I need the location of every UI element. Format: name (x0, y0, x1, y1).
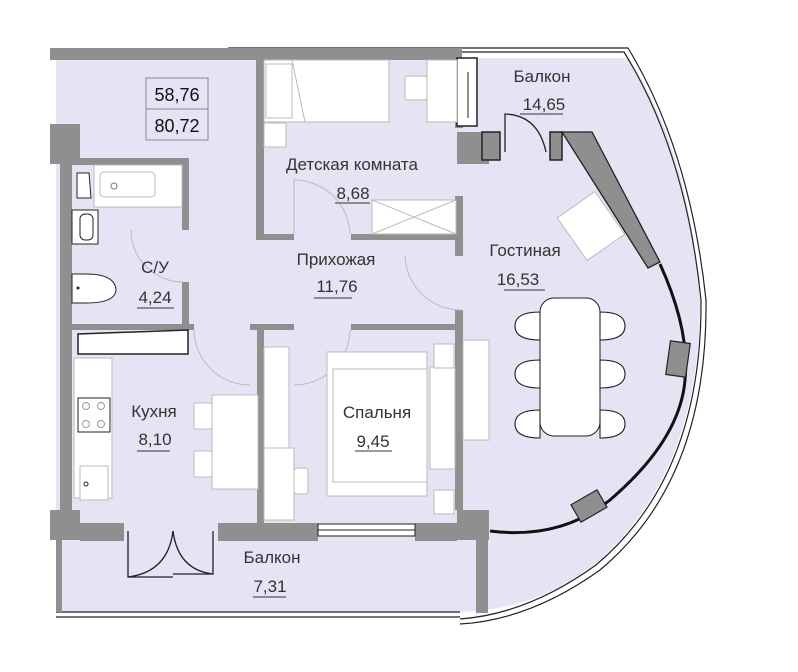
dining-chairs (514, 311, 626, 439)
bedroom-furniture (263, 339, 490, 521)
svg-text:14,65: 14,65 (523, 95, 566, 114)
svg-text:4,24: 4,24 (138, 288, 171, 307)
chair-icon (404, 75, 428, 101)
balcony-railing (56, 47, 707, 625)
balcony-door-top (456, 57, 563, 161)
room-balcony-bottom: Балкон 7,31 (243, 548, 301, 598)
svg-text:8,10: 8,10 (138, 430, 171, 449)
curved-window (489, 131, 691, 535)
svg-text:Спальня: Спальня (343, 403, 411, 422)
svg-text:11,76: 11,76 (316, 277, 357, 296)
room-labels: Детская комната 8,68 Прихожая 11,76 С/У … (131, 67, 571, 598)
svg-text:16,53: 16,53 (497, 270, 540, 289)
children-room-furniture (263, 59, 458, 235)
living-dining-table-icon (539, 297, 601, 437)
bathroom-fixtures (71, 164, 189, 355)
shelf-icon (76, 172, 92, 199)
desk-icon (426, 59, 458, 123)
stove-icon (77, 397, 111, 433)
room-bathroom: С/У 4,24 (137, 258, 174, 309)
toilet-icon (71, 273, 117, 304)
room-bedroom: Спальня 9,45 (343, 403, 411, 452)
bathtub-icon (99, 171, 156, 198)
svg-text:7,31: 7,31 (253, 577, 286, 596)
svg-text:8,68: 8,68 (336, 184, 369, 203)
living-tv-stand-icon (462, 339, 490, 441)
bottom-balcony-doors (127, 523, 416, 578)
washer-icon (77, 329, 189, 355)
nightstand-icon (263, 122, 287, 148)
total-area-box: 58,76 80,72 (145, 77, 209, 141)
svg-text:Кухня: Кухня (131, 402, 177, 421)
room-balcony-top: Балкон 14,65 (513, 67, 571, 115)
room-hallway: Прихожая 11,76 (297, 250, 376, 299)
kitchen-fixtures (73, 357, 259, 501)
svg-text:С/У: С/У (141, 258, 169, 277)
room-living: Гостиная 16,53 (489, 241, 561, 291)
living-area-value: 58,76 (154, 85, 199, 105)
svg-text:9,45: 9,45 (356, 432, 389, 451)
svg-text:Детская комната: Детская комната (286, 155, 419, 174)
room-kitchen: Кухня 8,10 (131, 402, 177, 452)
living-room-furniture (514, 190, 626, 439)
dining-table-icon (211, 394, 259, 490)
svg-text:Балкон: Балкон (243, 548, 300, 567)
svg-text:Прихожая: Прихожая (297, 250, 376, 269)
room-children: Детская комната 8,68 (286, 155, 419, 204)
bedroom-desk-icon (263, 447, 295, 521)
total-area-value: 80,72 (154, 116, 199, 136)
armchair-icon (556, 190, 626, 262)
walls (50, 48, 489, 613)
svg-text:Гостиная: Гостиная (489, 241, 560, 260)
sink-icon (71, 209, 99, 245)
tv-stand-icon (263, 346, 290, 456)
svg-text:Балкон: Балкон (513, 67, 570, 86)
